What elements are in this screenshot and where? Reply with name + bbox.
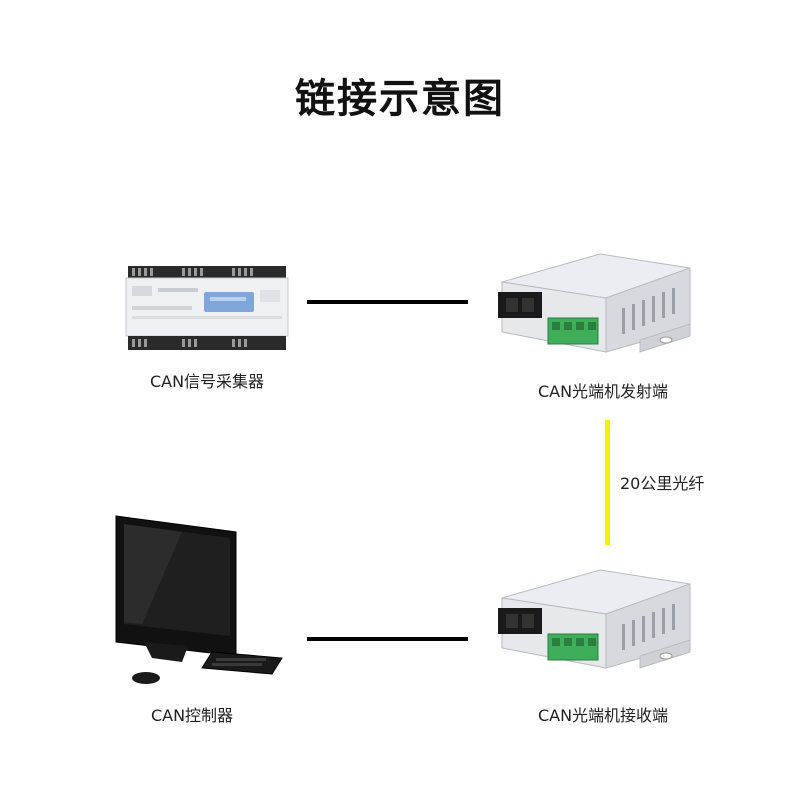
can-fiber-transmitter (490, 248, 695, 360)
label-can-fiber-receiver: CAN光端机接收端 (537, 706, 669, 725)
can-controller (112, 512, 287, 692)
label-can-fiber-transmitter: CAN光端机发射端 (537, 382, 669, 401)
can-fiber-receiver (490, 564, 695, 676)
fiber-converter-icon (498, 569, 691, 669)
desktop-computer-icon (115, 515, 283, 684)
label-can-controller: CAN控制器 (150, 706, 234, 725)
fiber-link (605, 420, 610, 545)
din-rail-module-icon (125, 266, 289, 350)
link-controller-receiver (307, 637, 468, 641)
link-collector-transmitter (307, 300, 468, 304)
can-signal-collector (122, 262, 292, 354)
diagram-title: 链接示意图 (295, 76, 505, 122)
fiber-converter-icon (498, 253, 691, 353)
label-can-signal-collector: CAN信号采集器 (149, 372, 265, 391)
fiber-length-label: 20公里光纤 (620, 474, 705, 493)
